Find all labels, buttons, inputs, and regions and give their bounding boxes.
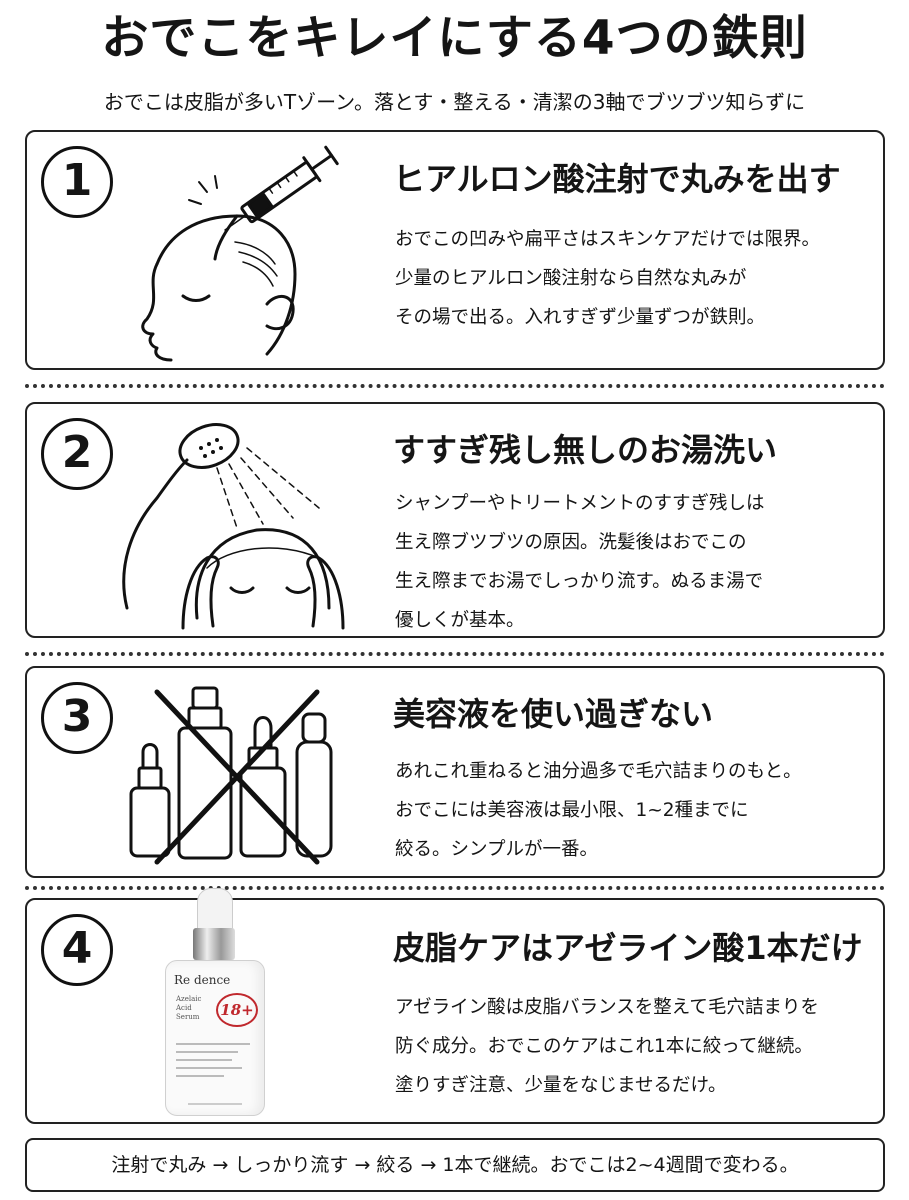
rule-text-1: おでこの凹みや扁平さはスキンケアだけでは限界。 少量のヒアルロン酸注射なら自然な… — [395, 220, 820, 337]
rule-line: おでこには美容液は最小限、1~2種までに — [395, 800, 749, 821]
rule-line: 絞る。シンプルが一番。 — [395, 839, 598, 860]
product-brand: Re dence — [174, 973, 231, 987]
rule-card-4: 4 Re dence Azelaic Acid Serum 18+ 皮脂ケアはア… — [25, 888, 885, 1124]
rule-line: 生え際ブツブツの原因。洗髪後はおでこの — [395, 532, 747, 553]
rule-line: アゼライン酸は皮脂バランスを整えて毛穴詰まりを — [395, 997, 819, 1018]
rule-card-3: 3 美容液を使い過ぎない あれこれ重ねると油分過多で毛穴詰まりのもと。 おでこに… — [25, 666, 885, 878]
rule-line: おでこの凹みや扁平さはスキンケアだけでは限界。 — [395, 229, 820, 250]
dotted-separator — [25, 886, 885, 890]
rule-heading-3: 美容液を使い過ぎない — [393, 695, 714, 733]
serum-bottle-icon: Re dence Azelaic Acid Serum 18+ — [159, 888, 269, 1116]
rule-heading-1: ヒアルロン酸注射で丸みを出す — [393, 160, 841, 198]
dotted-separator — [25, 384, 885, 388]
rule-line: 防ぐ成分。おでこのケアはこれ1本に絞って継続。 — [395, 1036, 813, 1057]
bottles-crossed-icon — [129, 686, 333, 865]
rule-number-2: 2 — [41, 418, 113, 490]
rule-line: 少量のヒアルロン酸注射なら自然な丸みが — [395, 268, 747, 289]
dotted-separator — [25, 652, 885, 656]
page-title: おでこをキレイにする4つの鉄則 — [101, 11, 808, 66]
rule-line: あれこれ重ねると油分過多で毛穴詰まりのもと。 — [395, 761, 802, 782]
rule-card-1: 1 ヒアルロン酸注射で丸みを出す おでこの凹みや扁平さはスキ — [25, 130, 885, 370]
rule-number-1: 1 — [41, 146, 113, 218]
rule-number-3: 3 — [41, 682, 113, 754]
dropper-bulb — [197, 888, 233, 932]
syringe-face-icon — [141, 145, 339, 362]
rule-text-2: シャンプーやトリートメントのすすぎ残しは 生え際ブツブツの原因。洗髪後はおでこの… — [395, 484, 764, 640]
rule-number-4: 4 — [41, 914, 113, 986]
rule-heading-4: 皮脂ケアはアゼライン酸1本だけ — [393, 929, 863, 967]
summary-footer: 注射で丸み → しっかり流す → 絞る → 1本で継続。おでこは2~4週間で変わ… — [25, 1138, 885, 1192]
rule-line: 塗りすぎ注意、少量をなじませるだけ。 — [395, 1075, 727, 1096]
rule-card-2: 2 すすぎ残し無しのお湯洗い シャンプーやトリートメントのすすぎ残しは 生え際ブ… — [25, 402, 885, 638]
rule-heading-2: すすぎ残し無しのお湯洗い — [393, 431, 778, 469]
rule-text-4: アゼライン酸は皮脂バランスを整えて毛穴詰まりを 防ぐ成分。おでこのケアはこれ1本… — [395, 988, 819, 1105]
dropper-collar — [193, 928, 235, 960]
rule-text-3: あれこれ重ねると油分過多で毛穴詰まりのもと。 おでこには美容液は最小限、1~2種… — [395, 752, 802, 869]
bottle-body: Re dence Azelaic Acid Serum 18+ — [165, 960, 265, 1116]
product-badge: 18+ — [216, 993, 258, 1027]
rule-line: その場で出る。入れすぎず少量ずつが鉄則。 — [395, 307, 766, 328]
rule-line: 生え際までお湯でしっかり流す。ぬるま湯で — [395, 571, 764, 592]
page-subtitle: おでこは皮脂が多いTゾーン。落とす・整える・清潔の3軸でブツブツ知らずに — [103, 90, 806, 114]
product-name: Azelaic Acid Serum — [176, 995, 202, 1021]
rule-line: 優しくが基本。 — [395, 610, 525, 631]
rule-line: シャンプーやトリートメントのすすぎ残しは — [395, 493, 765, 514]
shower-face-icon — [122, 423, 345, 630]
product-feature-lines — [176, 1037, 254, 1083]
